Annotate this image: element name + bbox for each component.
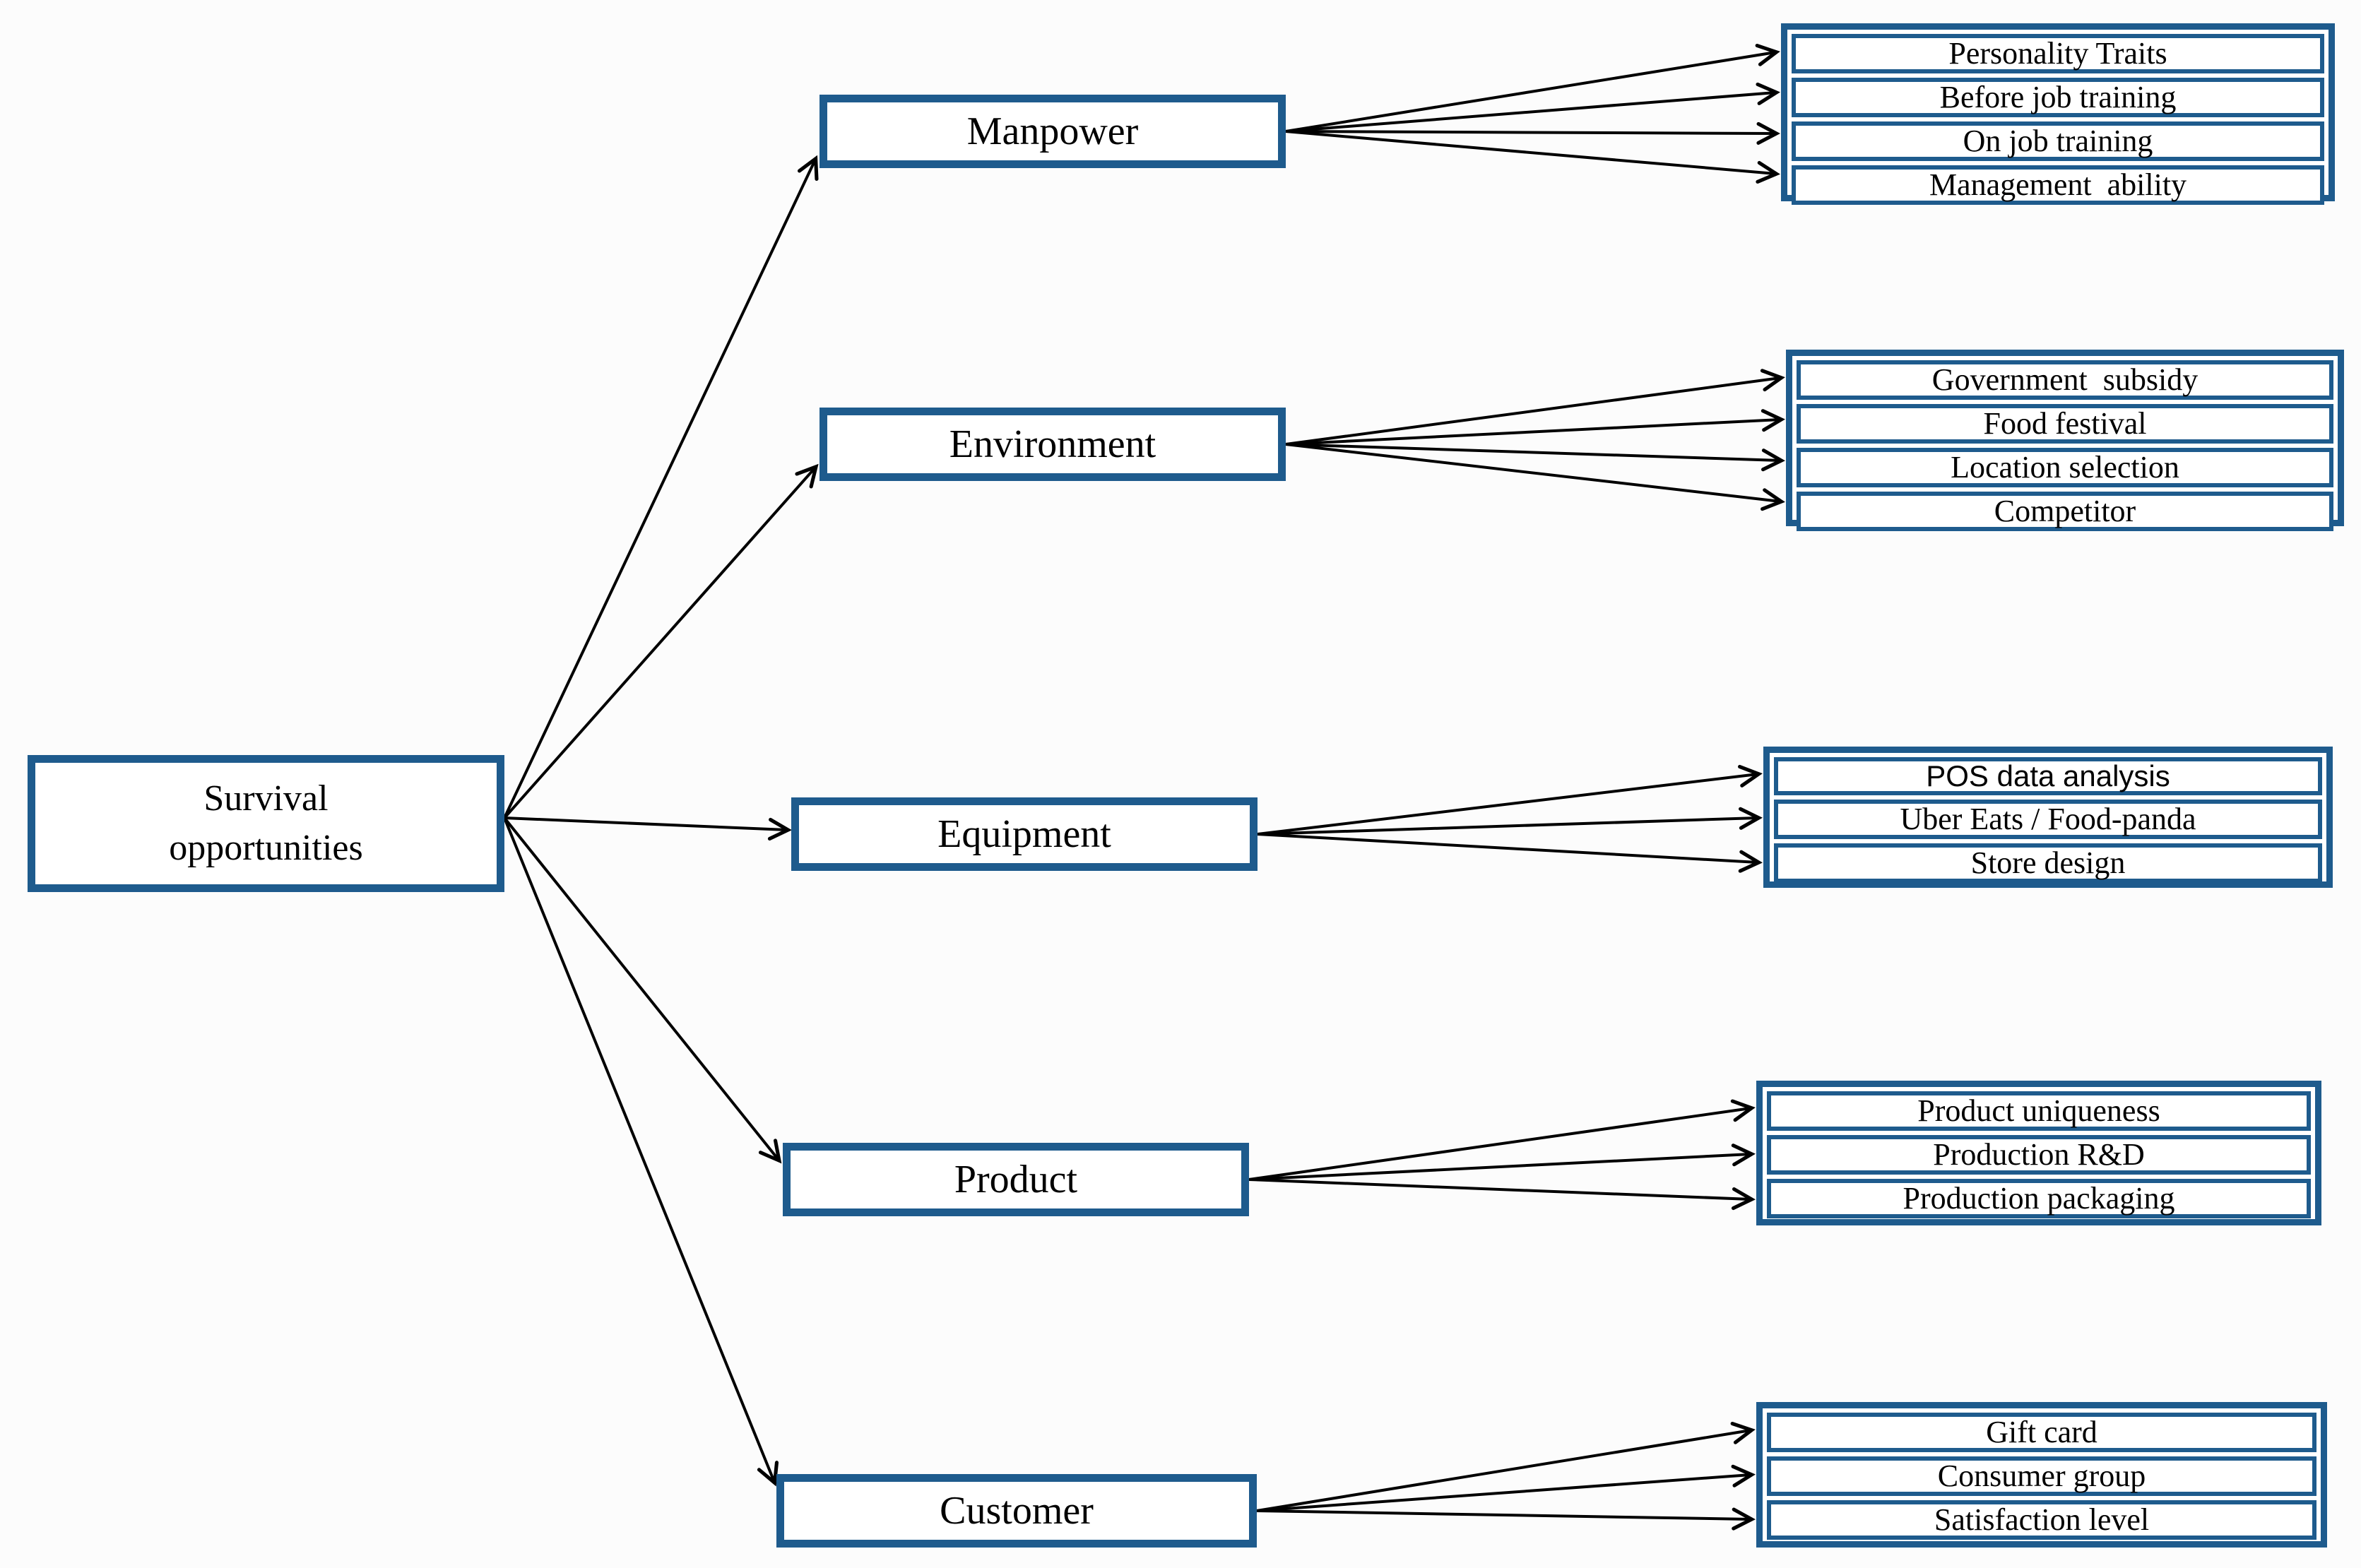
edge-root-manpower [503, 155, 819, 819]
root-label-line2: opportunities [169, 828, 363, 868]
edge-root-customer [503, 817, 779, 1487]
leaf-production-rd: Production R&D [1767, 1135, 2311, 1175]
leaf-consumer-group: Consumer group [1767, 1456, 2316, 1496]
leaf-product-uniqueness: Product uniqueness [1767, 1091, 2311, 1131]
branch-box-manpower: Manpower [819, 95, 1286, 168]
leaf-management-ability: Management ability [1792, 165, 2324, 205]
leaf-group-environment: Government subsidy Food festival Locatio… [1786, 350, 2344, 531]
leaf-pos-data-analysis: POS data analysis [1774, 757, 2322, 795]
leaf-competitor: Competitor [1797, 492, 2333, 531]
edge-environment-2 [1285, 409, 1785, 446]
edge-customer-2 [1256, 1464, 1756, 1512]
edge-product-3 [1248, 1178, 1756, 1211]
edge-customer-1 [1256, 1421, 1756, 1512]
leaf-on-job-training: On job training [1792, 121, 2324, 161]
root-label: Survival opportunities [169, 774, 362, 873]
edge-root-environment [503, 463, 819, 819]
edge-equipment-1 [1257, 764, 1763, 836]
edge-manpower-2 [1285, 82, 1780, 133]
branch-box-customer: Customer [776, 1474, 1257, 1548]
edge-equipment-3 [1257, 833, 1763, 873]
branch-label: Product [954, 1158, 1078, 1201]
edge-equipment-2 [1257, 807, 1763, 836]
leaf-store-design: Store design [1774, 843, 2322, 883]
leaf-food-festival: Food festival [1797, 404, 2333, 444]
branch-box-product: Product [783, 1143, 1249, 1216]
branch-label: Customer [940, 1489, 1094, 1533]
edge-root-product [503, 816, 782, 1164]
edge-manpower-1 [1285, 43, 1780, 133]
leaf-group-manpower: Personality Traits Before job training O… [1781, 23, 2335, 205]
leaf-production-packaging: Production packaging [1767, 1179, 2311, 1218]
branch-label: Equipment [937, 812, 1111, 856]
leaf-before-job-training: Before job training [1792, 78, 2324, 117]
branch-box-equipment: Equipment [791, 797, 1258, 871]
edge-environment-4 [1285, 443, 1785, 511]
leaf-location-selection: Location selection [1797, 448, 2333, 487]
leaf-group-customer: Gift card Consumer group Satisfaction le… [1756, 1402, 2327, 1548]
edge-environment-3 [1285, 443, 1785, 472]
leaf-gift-card: Gift card [1767, 1413, 2316, 1452]
edge-manpower-3 [1285, 121, 1780, 145]
root-label-line1: Survival [203, 778, 329, 819]
branch-label: Environment [949, 422, 1156, 466]
root-box-survival-opportunities: Survival opportunities [28, 755, 504, 892]
edge-customer-3 [1256, 1507, 1756, 1531]
leaf-uber-eats-food-panda: Uber Eats / Food-panda [1774, 800, 2322, 839]
edge-product-1 [1248, 1099, 1756, 1181]
edge-root-equipment [504, 816, 792, 841]
leaf-government-subsidy: Government subsidy [1797, 360, 2333, 400]
leaf-group-equipment: POS data analysis Uber Eats / Food-panda… [1763, 747, 2333, 888]
edge-environment-1 [1285, 369, 1785, 446]
edge-product-2 [1248, 1144, 1756, 1181]
leaf-personality-traits: Personality Traits [1792, 34, 2324, 73]
leaf-group-product: Product uniqueness Production R&D Produc… [1756, 1081, 2321, 1225]
branch-label: Manpower [966, 109, 1139, 153]
leaf-satisfaction-level: Satisfaction level [1767, 1500, 2316, 1540]
branch-box-environment: Environment [819, 408, 1286, 481]
edge-manpower-4 [1285, 130, 1780, 184]
